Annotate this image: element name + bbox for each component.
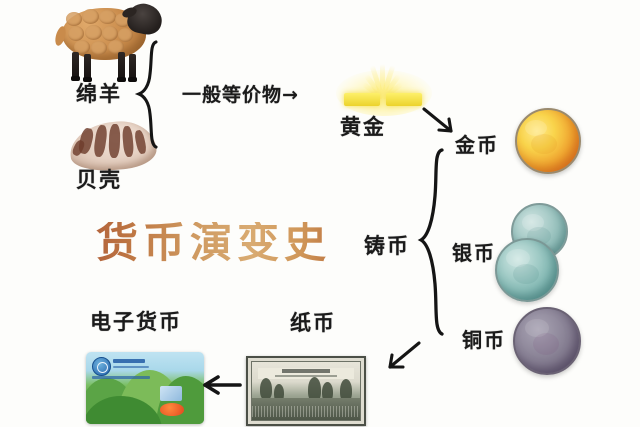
card-bank-name xyxy=(113,359,145,363)
sheep-wool-tuft xyxy=(82,9,99,24)
label-electronic-money: 电子货币 xyxy=(90,310,182,334)
sheep-wool-tuft xyxy=(102,26,118,41)
sheep-illustration xyxy=(53,0,165,82)
label-gold-coin: 金币 xyxy=(455,133,499,157)
banknote-title-text xyxy=(282,369,330,373)
silver-coin-front-illustration xyxy=(495,238,559,302)
sheep-hoof xyxy=(117,77,126,82)
sheep-leg xyxy=(118,52,125,79)
sheep-wool-tuft xyxy=(99,10,116,24)
sheep-leg xyxy=(72,52,79,78)
banknote-tree xyxy=(308,377,321,402)
card-chip-icon xyxy=(160,386,182,401)
banknote-inner-frame xyxy=(251,361,361,421)
sheep-wool-tuft xyxy=(66,12,82,26)
card-product-name xyxy=(92,376,150,379)
bank-logo-icon xyxy=(92,357,111,376)
coin-highlight xyxy=(506,249,530,267)
banknote-landscape xyxy=(252,398,360,420)
copper-coin-illustration xyxy=(513,307,581,375)
sheep-leg xyxy=(84,54,91,79)
sheep-wool-tuft xyxy=(85,25,102,40)
card-accent-graphic xyxy=(160,403,184,416)
coin-relief xyxy=(533,333,559,355)
label-paper-money: 纸币 xyxy=(290,311,336,335)
banknote-tree xyxy=(274,384,284,402)
label-silver-coin: 银币 xyxy=(452,241,496,265)
arrow-minted-to-paper xyxy=(388,341,421,369)
sheep-wool-tuft xyxy=(108,40,124,54)
bank-card-illustration xyxy=(86,352,204,424)
sheep-wool-tuft xyxy=(68,26,84,41)
card-bank-subname xyxy=(113,366,149,368)
coin-highlight xyxy=(525,319,549,337)
sheep-hoof xyxy=(128,77,137,82)
label-shell: 贝壳 xyxy=(76,168,122,192)
label-gold: 黄金 xyxy=(340,115,386,139)
label-copper-coin: 铜币 xyxy=(462,328,506,352)
banknote-tree xyxy=(340,379,352,402)
arrow-paper-to-electronic xyxy=(203,375,242,395)
sheep-wool-tuft xyxy=(118,28,133,42)
old-banknote-illustration xyxy=(246,356,366,426)
banknote-subtitle-text xyxy=(275,375,337,377)
cowrie-shell-illustration xyxy=(68,118,158,174)
coin-relief xyxy=(513,264,539,284)
arrow-gold-to-gold-coin xyxy=(422,107,453,133)
sheep-leg xyxy=(129,54,136,79)
banknote-tree xyxy=(322,382,333,402)
coin-highlight xyxy=(522,214,544,231)
page-title: 货币演变史 xyxy=(96,218,332,267)
label-sheep: 绵羊 xyxy=(76,82,122,106)
label-general-equivalent: 一般等价物→ xyxy=(182,84,299,106)
sheep-hoof xyxy=(83,77,92,82)
gold-ingot xyxy=(386,93,422,106)
sheep-hoof xyxy=(71,76,80,81)
sheep-wool-tuft xyxy=(91,41,107,55)
gold-coin-illustration xyxy=(515,108,581,174)
glowing-gold-bar-illustration xyxy=(330,50,436,116)
coin-highlight xyxy=(525,120,547,136)
banknote-top-band xyxy=(258,368,354,379)
right-brace-connector xyxy=(417,148,444,336)
coin-relief xyxy=(531,134,557,154)
banknote-engraving-lines xyxy=(252,406,360,417)
sheep-wool-tuft xyxy=(74,40,90,54)
gold-ingot xyxy=(344,93,380,106)
label-minted-coin: 铸币 xyxy=(364,234,410,258)
banknote-tree xyxy=(260,378,272,400)
